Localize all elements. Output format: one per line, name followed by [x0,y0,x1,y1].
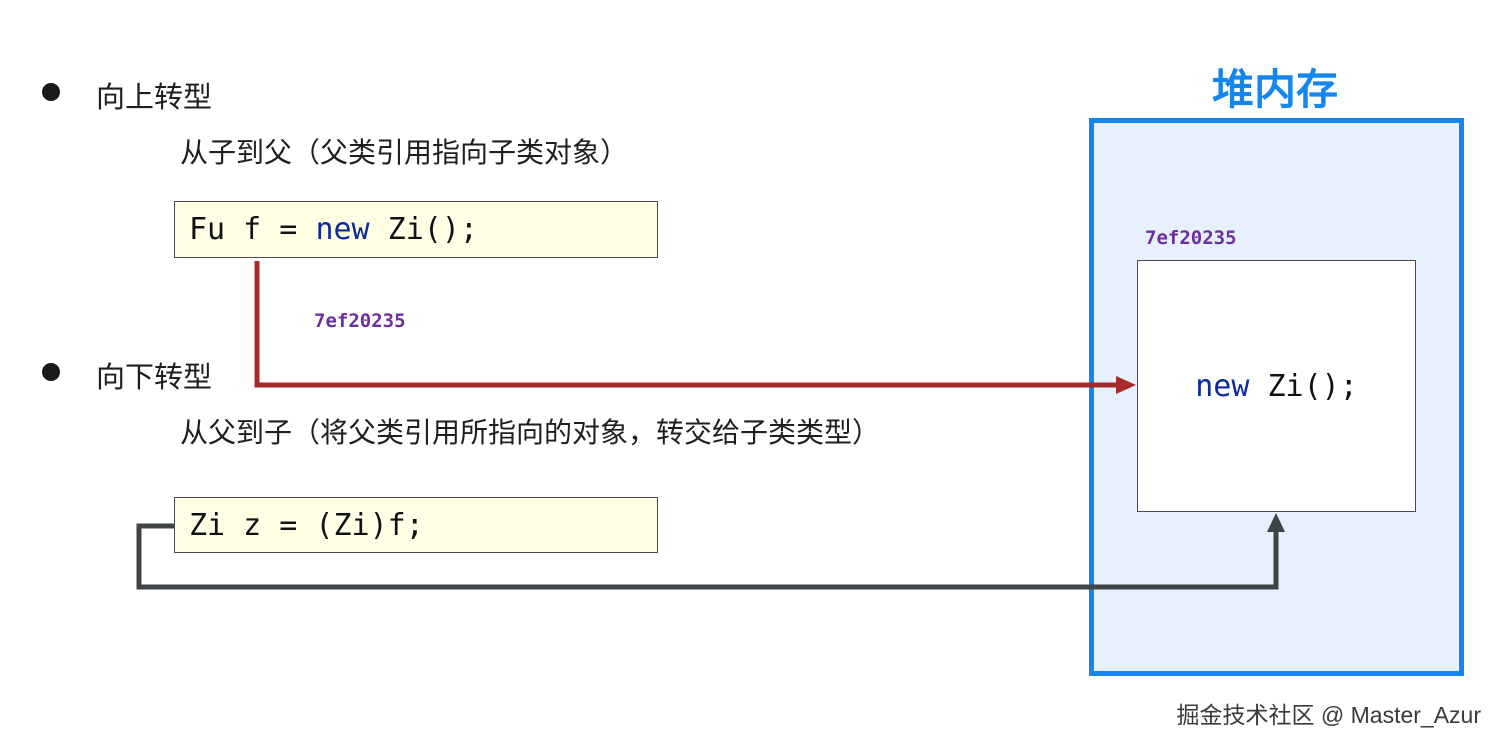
upcast-description: 从子到父（父类引用指向子类对象） [180,136,629,169]
upcast-arrow [254,261,1136,394]
downcast-description: 从父到子（将父类引用所指向的对象，转交给子类类型） [180,416,881,449]
bullet-downcast [42,363,60,381]
code-type: Fu [189,212,226,247]
code-rest: Zi(); [369,212,478,247]
heap-object-box: new Zi(); [1137,260,1416,512]
downcast-arrow [136,513,1285,590]
object-rest: Zi(); [1249,368,1358,404]
code-keyword-new: new [315,212,370,247]
reference-address-label: 7ef20235 [314,310,406,332]
object-keyword-new: new [1195,368,1250,404]
heap-address-label: 7ef20235 [1145,227,1237,249]
downcast-heading: 向下转型 [96,360,213,394]
code-var: f = [225,212,316,247]
upcast-code-box: Fu f = new Zi(); [174,201,658,258]
downcast-code-box: Zi z = (Zi)f; [174,497,658,553]
heap-title: 堆内存 [1211,65,1338,114]
upcast-heading: 向上转型 [96,80,213,114]
bullet-upcast [42,83,60,101]
watermark: 掘金技术社区 @ Master_Azur [1176,702,1481,728]
